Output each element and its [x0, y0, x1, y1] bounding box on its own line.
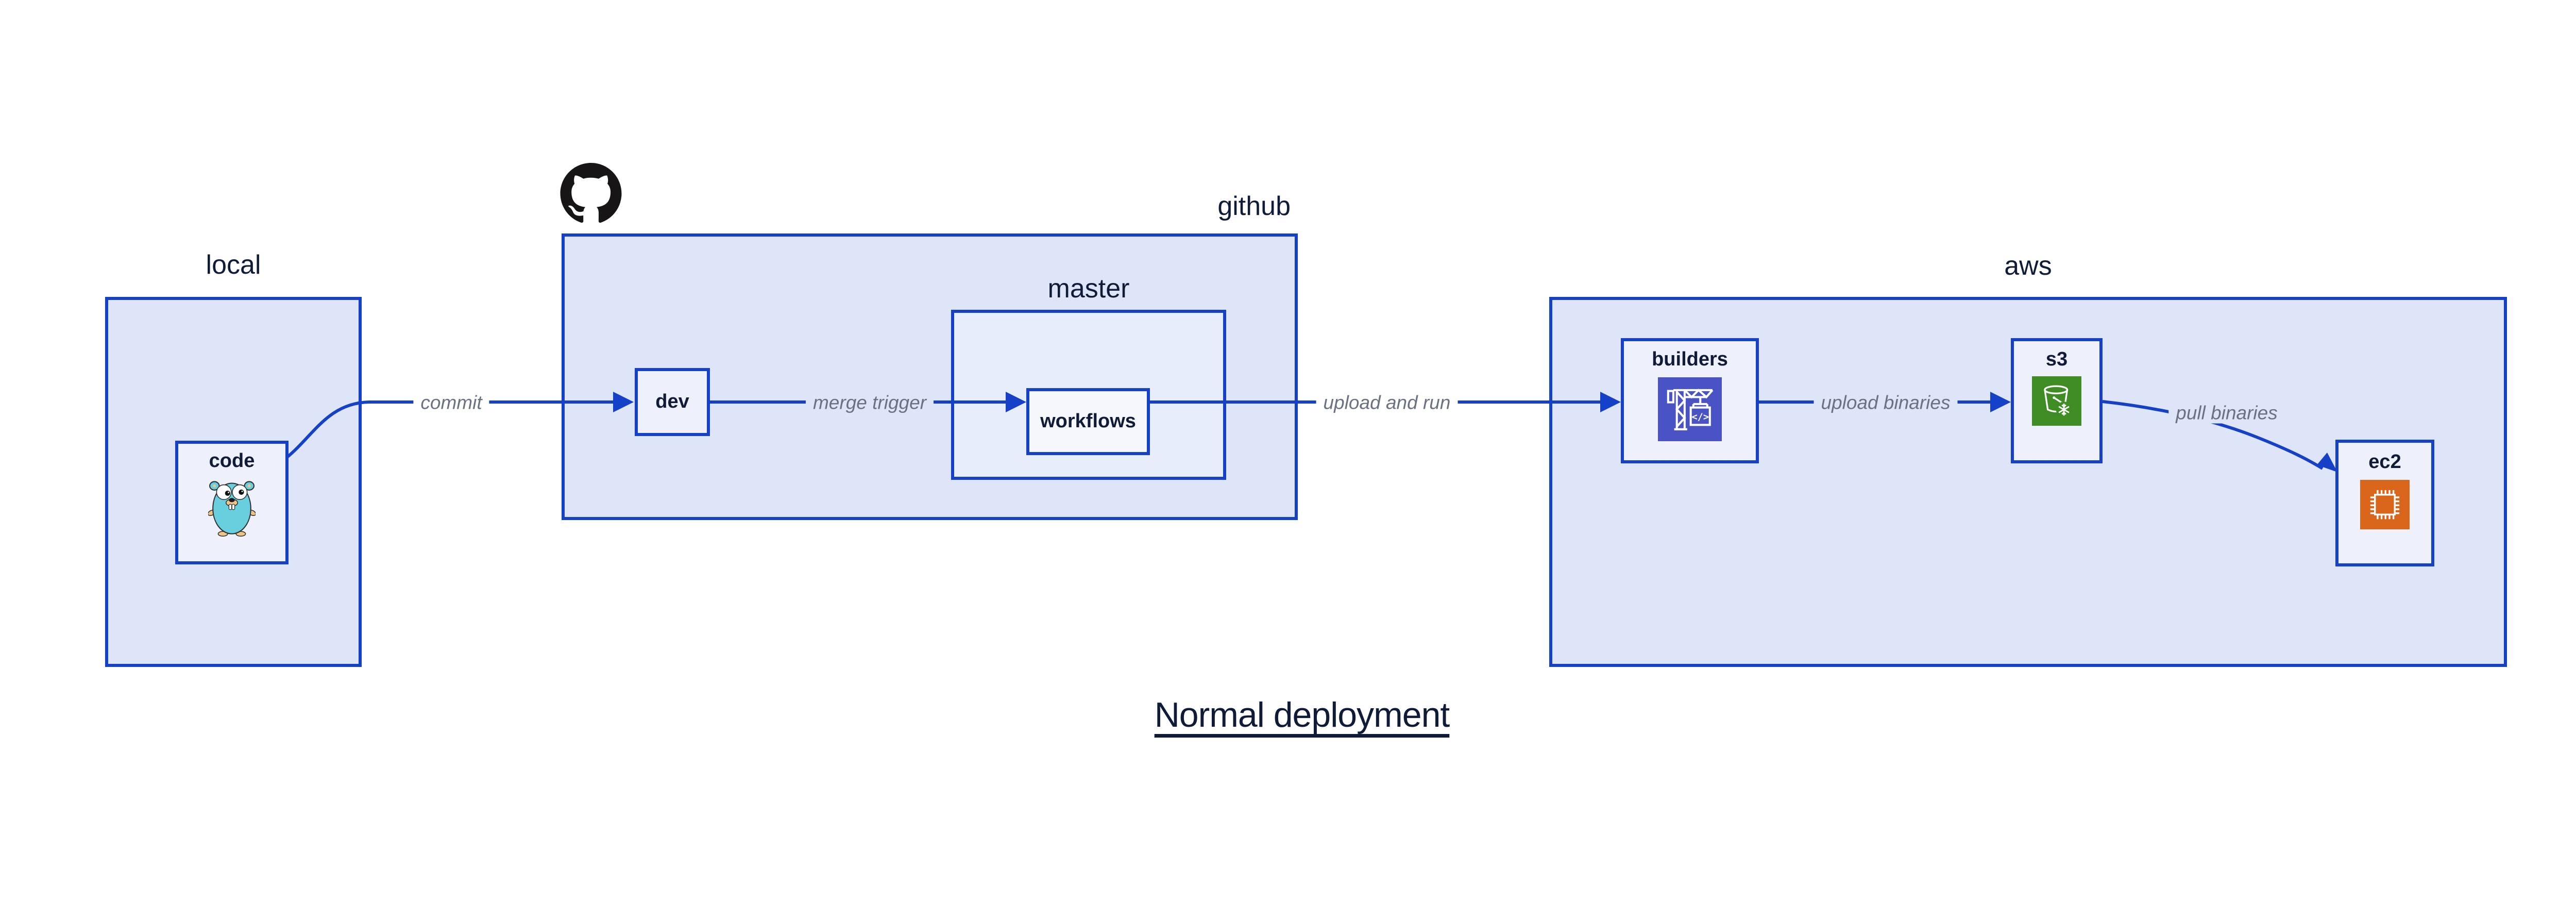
container-master-label: master: [1047, 274, 1130, 304]
node-code: code: [175, 441, 289, 564]
container-local-label: local: [206, 250, 261, 280]
node-builders: builders </>: [1621, 338, 1759, 463]
edge-label-upload-and-run: upload and run: [1316, 392, 1458, 413]
edge-label-pull-binaries: pull binaries: [2168, 402, 2285, 424]
edge-label-commit: commit: [413, 392, 489, 413]
aws-codebuild-icon: </>: [1658, 377, 1722, 441]
container-aws-label: aws: [2004, 251, 2052, 281]
aws-ec2-chip-icon: [2360, 479, 2410, 529]
node-ec2: ec2: [2335, 440, 2434, 566]
go-gopher-icon: [207, 477, 257, 539]
node-dev: dev: [635, 368, 710, 436]
edge-label-upload-binaries: upload binaries: [1814, 392, 1958, 413]
container-github-label: github: [1217, 191, 1291, 221]
aws-s3-bucket-icon: [2032, 376, 2081, 426]
node-s3: s3: [2011, 338, 2103, 463]
diagram-title-text: Normal deployment: [1154, 695, 1450, 734]
node-ec2-label: ec2: [2368, 451, 2401, 473]
node-s3-label: s3: [2045, 348, 2068, 370]
diagram-title: Normal deployment: [0, 695, 2576, 735]
node-dev-label: dev: [655, 391, 689, 413]
node-builders-label: builders: [1652, 348, 1728, 370]
edge-label-merge-trigger: merge trigger: [805, 392, 934, 413]
node-workflows-label: workflows: [1040, 410, 1136, 432]
github-octocat-logo-icon: [560, 163, 622, 227]
codebuild-icon-code-glyph: </>: [1692, 412, 1709, 423]
node-workflows: workflows: [1026, 388, 1150, 455]
node-code-label: code: [209, 450, 255, 472]
